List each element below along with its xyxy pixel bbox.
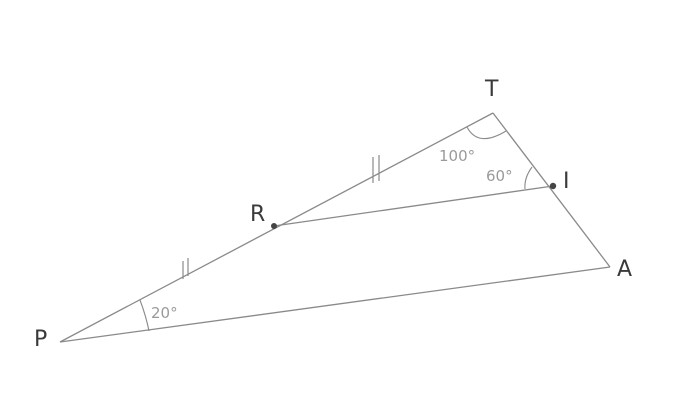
angle-arc-T (466, 126, 507, 140)
angle-label-P: 20° (151, 304, 178, 322)
angle-arc-P (139, 299, 150, 332)
label-I: I (563, 169, 570, 194)
segment-TA (492, 112, 611, 268)
label-A: A (617, 257, 632, 282)
label-R: R (250, 202, 265, 227)
label-T: T (484, 77, 499, 102)
angle-label-T: 100° (439, 147, 475, 165)
point-I (549, 182, 557, 190)
label-P: P (34, 327, 47, 352)
angle-arc-I (524, 166, 533, 190)
segment-RI (273, 185, 554, 227)
point-R (271, 223, 277, 229)
angle-label-I: 60° (486, 167, 513, 185)
segment-PA (59, 266, 611, 343)
